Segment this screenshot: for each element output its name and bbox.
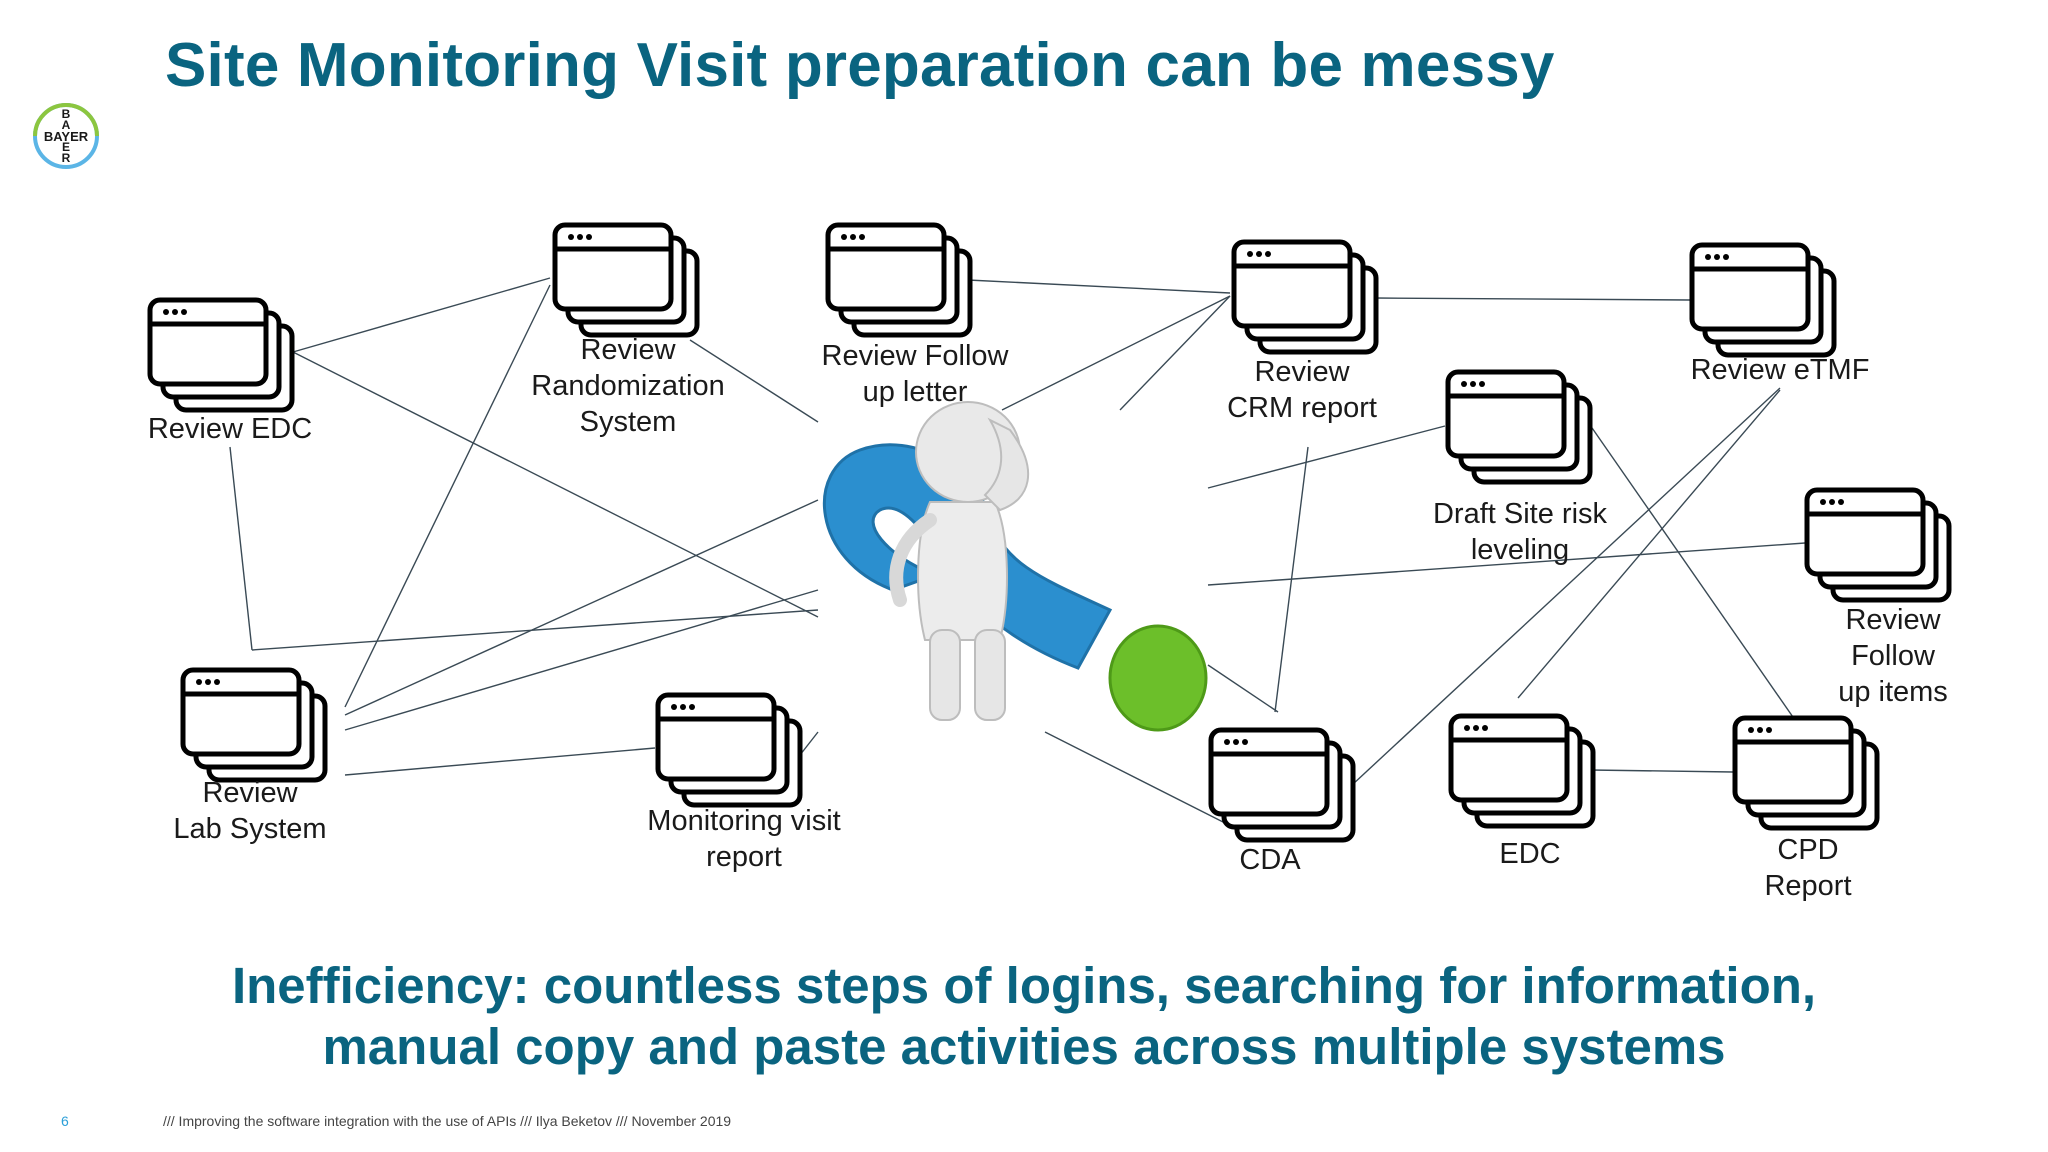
node-label-review-lab: Review Lab System	[173, 777, 327, 845]
browser-window-stack-icon-review-follow-up-letter	[828, 225, 970, 335]
slide-title: Site Monitoring Visit preparation can be…	[165, 31, 1555, 100]
node-label-cpd-report: CPD Report	[1764, 834, 1852, 902]
browser-window-stack-icon-review-randomization	[555, 225, 697, 335]
svg-text:B: B	[62, 107, 71, 121]
node-label-edc: EDC	[1499, 838, 1561, 870]
connector-lines	[229, 277, 1806, 824]
browser-window-stack-icon-review-follow-up-items	[1807, 490, 1949, 600]
node-label-review-etmf: Review eTMF	[1690, 354, 1870, 386]
browser-window-stack-icon-review-lab	[183, 670, 325, 780]
browser-window-stack-icon-cpd-report	[1735, 718, 1877, 828]
page-number: 6	[61, 1113, 69, 1129]
node-label-review-edc: Review EDC	[147, 413, 313, 445]
inefficiency-statement: Inefficiency: countless steps of logins,…	[231, 957, 1817, 1075]
svg-text:E: E	[62, 140, 70, 154]
browser-window-stack-icon-draft-site-risk	[1448, 372, 1590, 482]
browser-window-stack-icon-review-edc	[150, 300, 292, 410]
browser-window-stack-icon-review-etmf	[1692, 245, 1834, 355]
node-label-draft-site-risk: Draft Site risk leveling	[1432, 498, 1608, 566]
logo-text-horizontal: BAYER	[44, 129, 89, 144]
footer-text: /// Improving the software integration w…	[163, 1113, 732, 1129]
node-label-review-randomization: Review Randomization System	[531, 334, 725, 438]
browser-window-stack-icon-monitoring-visit-report	[658, 695, 800, 805]
svg-text:R: R	[62, 151, 71, 165]
node-label-review-follow-up-letter: Review Follow up letter	[821, 340, 1009, 408]
bayer-logo: BAYER B A E R	[33, 103, 99, 169]
node-label-review-crm: Review CRM report	[1227, 356, 1377, 424]
confused-person-question-mark-icon	[822, 401, 1208, 732]
browser-window-stack-icon-cda	[1211, 730, 1353, 840]
node-label-cda: CDA	[1239, 844, 1301, 876]
browser-window-stack-icon-edc	[1451, 716, 1593, 826]
node-label-monitoring-visit-report: Monitoring visit report	[647, 805, 841, 873]
browser-window-stack-icon-review-crm	[1234, 242, 1376, 352]
node-label-review-follow-up-items: Review Follow up items	[1838, 604, 1948, 708]
svg-text:A: A	[62, 118, 71, 132]
